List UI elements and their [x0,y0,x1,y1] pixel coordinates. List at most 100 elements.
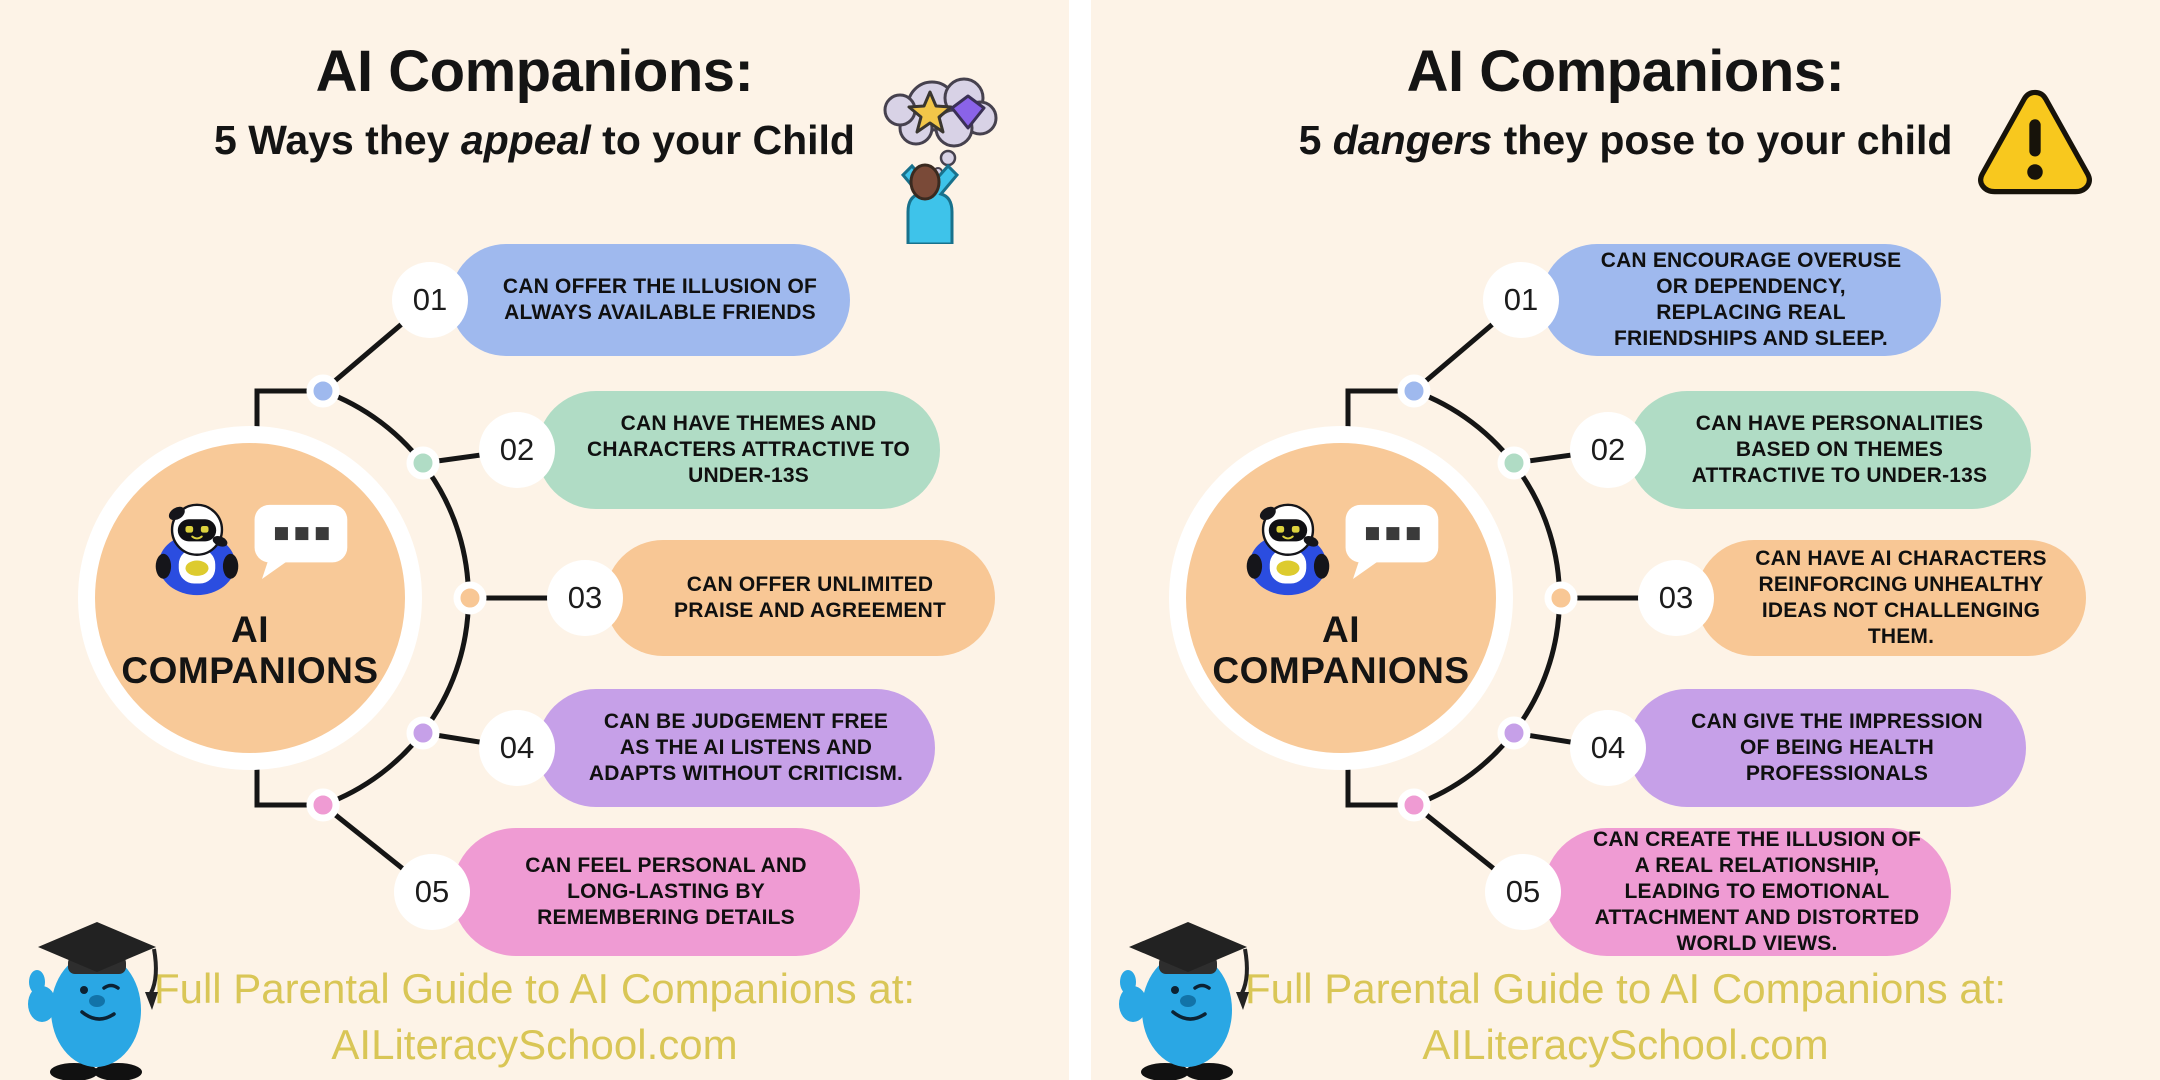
central-topic-circle: AI COMPANIONS [1169,426,1513,770]
item-text: CAN BE JUDGEMENT FREE AS THE AI LISTENS … [588,709,904,786]
subtitle-pre: 5 [1298,117,1333,163]
graduate-mascot-icon [28,922,158,1080]
item-pill: CAN HAVE PERSONALITIES BASED ON THEMES A… [1628,391,2031,509]
step-number: 01 [1503,282,1539,317]
page-title: AI Companions: [315,39,754,104]
list-item: 03 CAN HAVE AI CHARACTERS REINFORCING UN… [1638,540,2086,656]
central-label-line1: AI [1322,608,1360,650]
central-label-line2: COMPANIONS [121,650,379,691]
item-text: CAN OFFER THE ILLUSION OF ALWAYS AVAILAB… [502,274,818,324]
item-pill: CAN CREATE THE ILLUSION OF A REAL RELATI… [1543,828,1951,956]
item-pill: CAN OFFER UNLIMITED PRAISE AND AGREEMENT [605,540,995,656]
central-label-line2: COMPANIONS [1212,650,1470,691]
node-dot-4 [1497,716,1531,750]
robot-icon [155,503,239,595]
item-text: CAN ENCOURAGE OVERUSE OR DEPENDENCY, REP… [1600,248,1902,351]
robot-icon [1246,503,1330,595]
panel-header: AI Companions: 5 Ways they appeal to you… [0,38,1069,164]
item-pill: CAN HAVE AI CHARACTERS REINFORCING UNHEA… [1696,540,2086,656]
node-dot-3 [1544,581,1578,615]
item-pill: CAN GIVE THE IMPRESSION OF BEING HEALTH … [1628,689,2026,807]
central-topic-label: AI COMPANIONS [121,609,378,692]
node-dot-3 [453,581,487,615]
item-text: CAN HAVE PERSONALITIES BASED ON THEMES A… [1691,411,1988,488]
node-dot-2 [406,446,440,480]
gem-icon [950,94,986,130]
node-dot-5 [1397,788,1431,822]
step-number-badge: 04 [1570,710,1646,786]
page-subtitle: 5 dangers they pose to your child [1091,117,2160,164]
subtitle-emphasis: appeal [460,117,591,163]
robot-with-bubble [1240,501,1442,597]
step-number-badge: 01 [392,262,468,338]
step-number-badge: 05 [394,854,470,930]
step-number: 02 [499,432,535,467]
step-number: 02 [1590,432,1626,467]
step-number-badge: 03 [547,560,623,636]
chat-dots-icon [254,504,348,579]
robot-with-bubble [149,501,351,597]
panel-appeal: AI Companions: 5 Ways they appeal to you… [0,0,1069,1080]
figure-head [909,163,941,201]
page-subtitle: 5 Ways they appeal to your Child [0,117,1069,164]
list-item: 04 CAN BE JUDGEMENT FREE AS THE AI LISTE… [479,689,935,807]
panel-divider [1069,0,1091,1080]
subtitle-emphasis: dangers [1332,117,1493,163]
footer-cta: Full Parental Guide to AI Companions at:… [1091,961,2160,1072]
step-number-badge: 04 [479,710,555,786]
item-text: CAN OFFER UNLIMITED PRAISE AND AGREEMENT [674,572,946,622]
warning-triangle-icon [1978,89,2092,195]
node-dot-1 [1397,374,1431,408]
list-item: 02 CAN HAVE THEMES AND CHARACTERS ATTRAC… [479,391,940,509]
list-item: 05 CAN CREATE THE ILLUSION OF A REAL REL… [1485,828,1951,956]
step-number: 05 [414,874,450,909]
graduate-mascot-icon [1119,922,1249,1080]
page-title: AI Companions: [1406,39,1845,104]
subtitle-post: to your Child [590,117,855,163]
step-number: 05 [1505,874,1541,909]
panel-dangers: AI Companions: 5 dangers they pose to yo… [1091,0,2160,1080]
step-number: 03 [567,580,603,615]
item-text: CAN FEEL PERSONAL AND LONG-LASTING BY RE… [525,853,807,930]
list-item: 01 CAN ENCOURAGE OVERUSE OR DEPENDENCY, … [1483,244,1941,356]
star-icon [907,90,953,134]
panel-header: AI Companions: 5 dangers they pose to yo… [1091,38,2160,164]
footer-cta: Full Parental Guide to AI Companions at:… [0,961,1069,1072]
central-label-line1: AI [231,608,269,650]
subtitle-pre: 5 Ways they [214,117,461,163]
daydream-thought-cloud-icon [883,77,998,244]
item-pill: CAN OFFER THE ILLUSION OF ALWAYS AVAILAB… [450,244,850,356]
item-text: CAN HAVE THEMES AND CHARACTERS ATTRACTIV… [587,411,910,488]
step-number-badge: 03 [1638,560,1714,636]
step-number-badge: 02 [1570,412,1646,488]
central-topic-circle: AI COMPANIONS [78,426,422,770]
node-dot-5 [306,788,340,822]
item-pill: CAN HAVE THEMES AND CHARACTERS ATTRACTIV… [537,391,940,509]
footer-url: AILiteracySchool.com [331,1020,738,1068]
item-pill: CAN BE JUDGEMENT FREE AS THE AI LISTENS … [537,689,935,807]
footer-line1: Full Parental Guide to AI Companions at: [153,965,916,1013]
subtitle-post: they pose to your child [1492,117,1953,163]
footer-url: AILiteracySchool.com [1422,1020,1829,1068]
step-number-badge: 01 [1483,262,1559,338]
step-number-badge: 05 [1485,854,1561,930]
list-item: 05 CAN FEEL PERSONAL AND LONG-LASTING BY… [394,828,860,956]
item-text: CAN HAVE AI CHARACTERS REINFORCING UNHEA… [1755,546,2047,649]
list-item: 04 CAN GIVE THE IMPRESSION OF BEING HEAL… [1570,689,2026,807]
node-dot-4 [406,716,440,750]
node-dot-1 [306,374,340,408]
list-item: 01 CAN OFFER THE ILLUSION OF ALWAYS AVAI… [392,244,850,356]
list-item: 02 CAN HAVE PERSONALITIES BASED ON THEME… [1570,391,2031,509]
step-number: 04 [499,730,535,765]
footer-line1: Full Parental Guide to AI Companions at: [1244,965,2007,1013]
step-number: 03 [1658,580,1694,615]
step-number: 04 [1590,730,1626,765]
item-text: CAN CREATE THE ILLUSION OF A REAL RELATI… [1593,827,1921,956]
item-pill: CAN ENCOURAGE OVERUSE OR DEPENDENCY, REP… [1541,244,1941,356]
central-topic-label: AI COMPANIONS [1212,609,1469,692]
item-text: CAN GIVE THE IMPRESSION OF BEING HEALTH … [1691,709,1983,786]
chat-dots-icon [1345,504,1439,579]
step-number-badge: 02 [479,412,555,488]
step-number: 01 [412,282,448,317]
